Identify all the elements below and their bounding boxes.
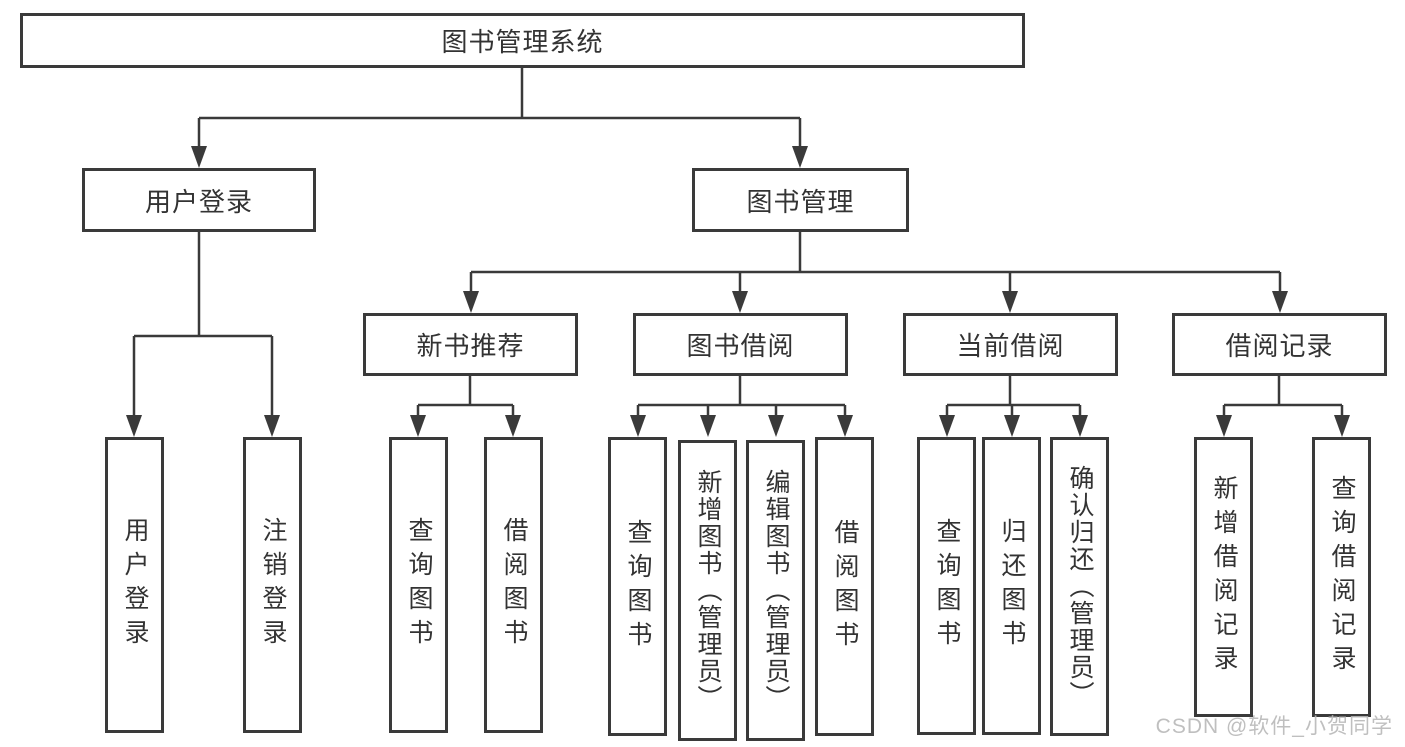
leaf-label: 编辑图书（管理员） — [762, 469, 790, 712]
leaf-query-books-1: 查询图书 — [389, 437, 448, 733]
arrowheads — [126, 146, 1350, 437]
leaf-label: 用户登录 — [121, 517, 149, 653]
leaf-label: 借阅图书 — [500, 517, 528, 653]
leaf-query-books-2: 查询图书 — [608, 437, 667, 736]
node-user-login: 用户登录 — [82, 168, 316, 232]
leaf-borrow-books-1: 借阅图书 — [484, 437, 543, 733]
leaf-add-book-admin: 新增图书（管理员） — [678, 440, 737, 741]
leaf-label: 注销登录 — [259, 517, 287, 653]
node-book-borrow: 图书借阅 — [633, 313, 848, 376]
leaf-label: 归还图书 — [998, 518, 1026, 654]
leaf-label: 查询借阅记录 — [1328, 475, 1356, 679]
leaf-query-borrow-record: 查询借阅记录 — [1312, 437, 1371, 717]
node-new-book-recommend: 新书推荐 — [363, 313, 578, 376]
leaf-add-borrow-record: 新增借阅记录 — [1194, 437, 1253, 717]
leaf-user-login: 用户登录 — [105, 437, 164, 733]
leaf-label: 新增借阅记录 — [1210, 475, 1238, 679]
leaf-logout: 注销登录 — [243, 437, 302, 733]
csdn-watermark: CSDN @软件_小贺同学 — [1155, 715, 1393, 738]
leaf-borrow-books-2: 借阅图书 — [815, 437, 874, 736]
leaf-label: 查询图书 — [405, 517, 433, 653]
leaf-label: 借阅图书 — [831, 518, 859, 655]
node-borrow-record: 借阅记录 — [1172, 313, 1387, 376]
node-root: 图书管理系统 — [20, 13, 1025, 68]
leaf-label: 查询图书 — [624, 518, 652, 655]
leaf-label: 确认归还（管理员） — [1066, 465, 1094, 708]
node-current-borrow: 当前借阅 — [903, 313, 1118, 376]
node-book-management: 图书管理 — [692, 168, 909, 232]
leaf-return-book: 归还图书 — [982, 437, 1041, 735]
leaf-confirm-return-admin: 确认归还（管理员） — [1050, 437, 1109, 736]
leaf-label: 新增图书（管理员） — [694, 469, 722, 712]
leaf-label: 查询图书 — [933, 518, 961, 654]
leaf-edit-book-admin: 编辑图书（管理员） — [746, 440, 805, 741]
leaf-query-books-3: 查询图书 — [917, 437, 976, 735]
